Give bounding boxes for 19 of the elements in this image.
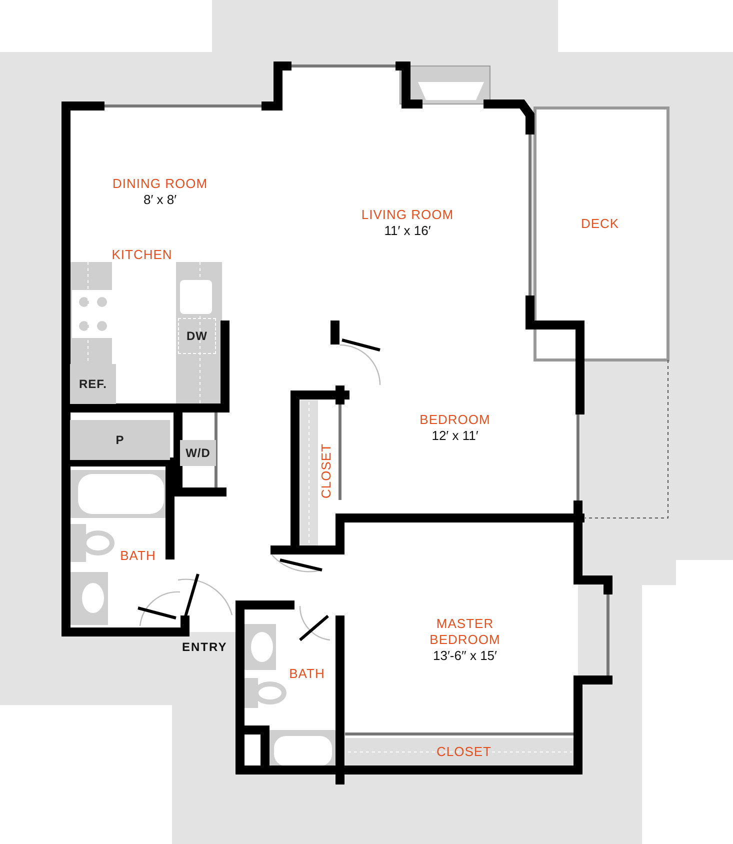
room-name: BEDROOM [420, 412, 490, 428]
dishwasher: DW [178, 318, 216, 354]
room-dimensions: 13′-6′′ x 15′ [433, 648, 497, 664]
refrigerator: REF. [70, 364, 116, 404]
room-name: BATH [120, 548, 156, 564]
entry-label: ENTRY [182, 640, 228, 654]
room-name: CLOSET [318, 444, 334, 498]
room-name: DECK [580, 216, 620, 232]
room-name: CLOSET [436, 744, 492, 760]
washer-dryer: W/D [180, 440, 216, 466]
room-name: KITCHEN [112, 247, 172, 263]
room-name: MASTER BEDROOM [428, 616, 502, 648]
room-dimensions: 12′ x 11′ [432, 428, 478, 444]
room-dimensions: 8′ x 8′ [143, 192, 177, 208]
room-name: DINING ROOM [112, 176, 208, 192]
room-name: BATH [289, 666, 325, 682]
pantry: P [70, 420, 170, 460]
room-dimensions: 11′ x 16′ [384, 223, 431, 239]
room-name: LIVING ROOM [361, 207, 454, 223]
